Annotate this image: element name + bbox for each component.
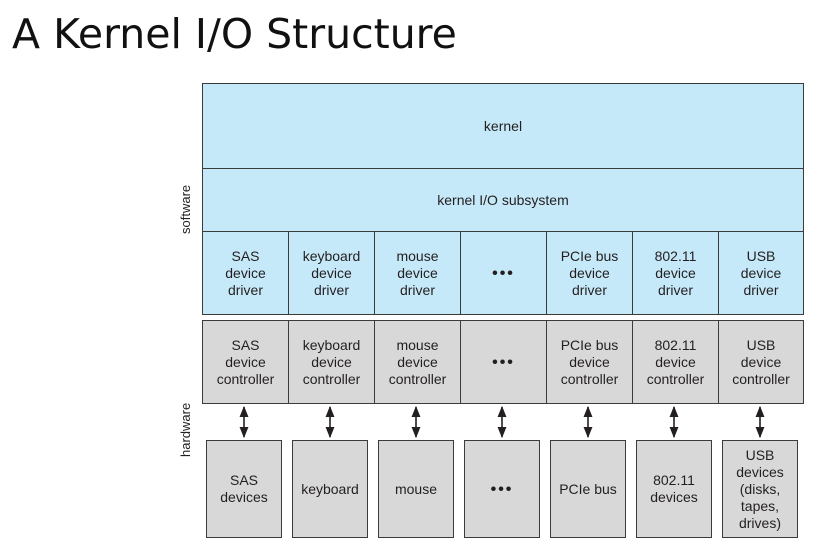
kernel-box: kernel: [202, 83, 804, 169]
controller-usb: USB device controller: [718, 320, 804, 404]
driver-mouse: mouse device driver: [374, 231, 461, 315]
device-mouse: mouse: [378, 440, 454, 538]
driver-keyboard: keyboard device driver: [288, 231, 375, 315]
driver-pcie-bus: PCIe bus device driver: [546, 231, 633, 315]
device-pcie-bus: PCIe bus: [550, 440, 626, 538]
device-ellipsis: •••: [464, 440, 540, 538]
device-usb: USB devices (disks, tapes, drives): [722, 440, 798, 538]
driver-ellipsis: •••: [460, 231, 547, 315]
controller-ellipsis: •••: [460, 320, 547, 404]
driver-802-11: 802.11 device driver: [632, 231, 719, 315]
page-title: A Kernel I/O Structure: [12, 10, 457, 58]
device-802-11: 802.11 devices: [636, 440, 712, 538]
controller-802-11: 802.11 device controller: [632, 320, 719, 404]
device-keyboard: keyboard: [292, 440, 368, 538]
controller-sas: SAS device controller: [202, 320, 289, 404]
driver-usb: USB device driver: [718, 231, 804, 315]
device-sas: SAS devices: [206, 440, 282, 538]
controller-mouse: mouse device controller: [374, 320, 461, 404]
